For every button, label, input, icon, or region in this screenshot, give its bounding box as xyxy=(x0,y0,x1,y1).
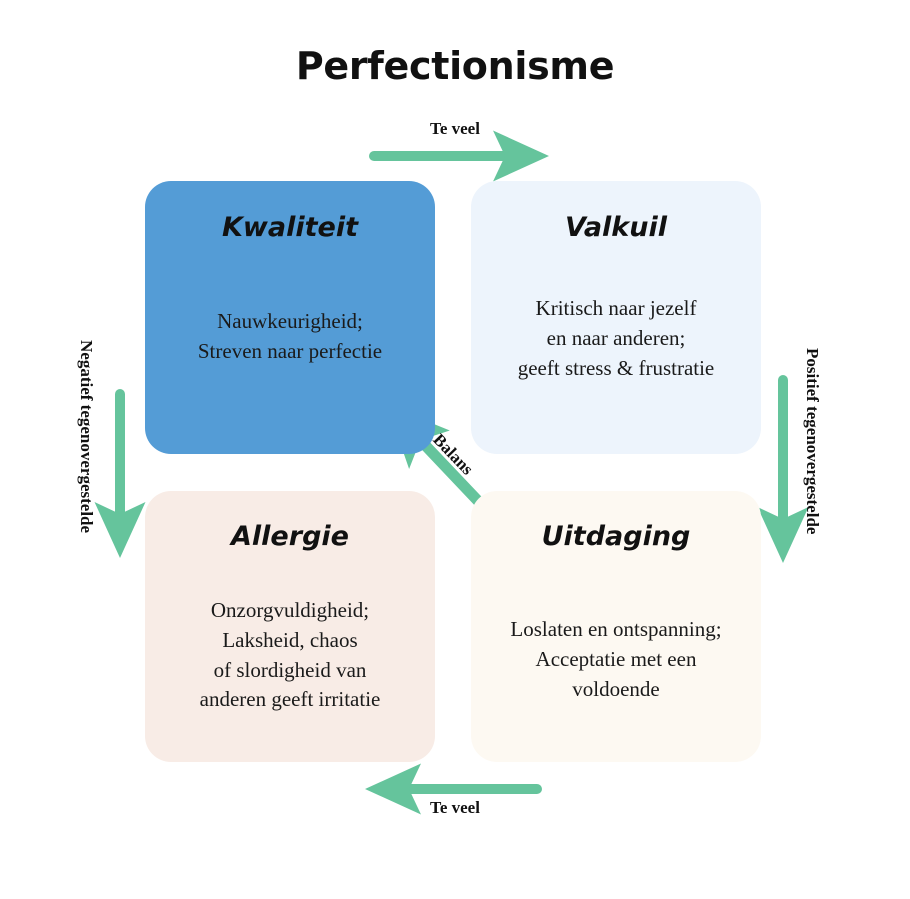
page-title: Perfectionisme xyxy=(295,44,615,88)
quadrant-uitdaging-body: Loslaten en ontspanning; Acceptatie met … xyxy=(510,617,722,701)
arrow-label-diagonal-balans: Balans xyxy=(429,430,478,479)
arrow-label-top-te-veel: Te veel xyxy=(430,119,480,138)
quadrant-uitdaging[interactable]: Uitdaging Loslaten en ontspanning; Accep… xyxy=(471,491,761,762)
quadrant-valkuil[interactable]: Valkuil Kritisch naar jezelf en naar and… xyxy=(471,181,761,454)
quadrant-uitdaging-title: Uitdaging xyxy=(541,521,691,552)
quadrant-kwaliteit-body: Nauwkeurigheid; Streven naar perfectie xyxy=(197,309,383,363)
quadrant-allergie-title: Allergie xyxy=(231,521,349,552)
quadrant-kwaliteit[interactable]: Kwaliteit Nauwkeurigheid; Streven naar p… xyxy=(145,181,435,454)
quadrant-valkuil-body: Kritisch naar jezelf en naar anderen; ge… xyxy=(517,296,715,380)
quadrant-allergie[interactable]: Allergie Onzorgvuldigheid; Laksheid, cha… xyxy=(145,491,435,762)
quadrant-kwaliteit-title: Kwaliteit xyxy=(222,212,358,243)
quadrant-allergie-body: Onzorgvuldigheid; Laksheid, chaos of slo… xyxy=(199,598,381,712)
arrow-label-left-negatief-tegenovergestelde: Negatief tegenovergestelde xyxy=(77,340,96,534)
quadrant-valkuil-title: Valkuil xyxy=(565,212,667,243)
arrow-label-bottom-te-veel: Te veel xyxy=(430,798,480,817)
arrow-label-right-positief-tegenovergestelde: Positief tegenovergestelde xyxy=(803,348,822,535)
